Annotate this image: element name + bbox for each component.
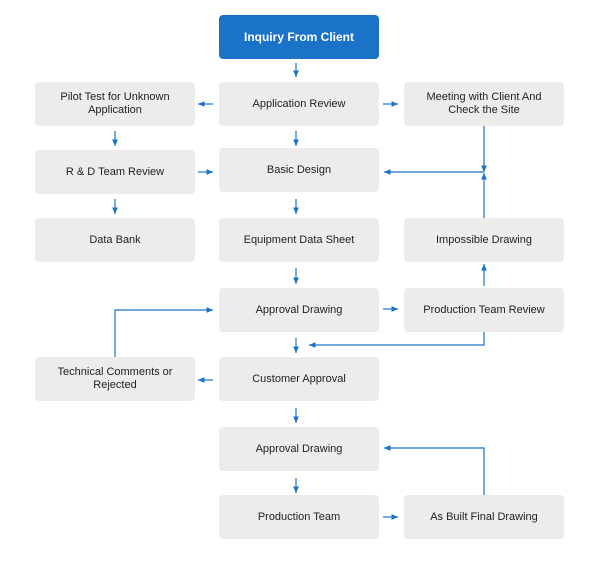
node-technical-comments: Technical Comments or Rejected [35, 357, 195, 401]
node-data-bank: Data Bank [35, 218, 195, 262]
arrow-asbuilt-to-approval2 [384, 445, 485, 495]
arrow-production-review-to-customer [309, 330, 485, 348]
node-approval-drawing-final: Approval Drawing [219, 427, 379, 471]
node-production-team-review: Production Team Review [404, 288, 564, 332]
node-impossible-drawing: Impossible Drawing [404, 218, 564, 262]
node-application-review: Application Review [219, 82, 379, 126]
node-as-built-final-drawing: As Built Final Drawing [404, 495, 564, 539]
node-approval-drawing: Approval Drawing [219, 288, 379, 332]
node-customer-approval: Customer Approval [219, 357, 379, 401]
node-inquiry-from-client: Inquiry From Client [219, 15, 379, 59]
node-meeting-with-client: Meeting with Client And Check the Site [404, 82, 564, 126]
node-pilot-test: Pilot Test for Unknown Application [35, 82, 195, 126]
node-rd-team-review: R & D Team Review [35, 150, 195, 194]
arrow-technical-to-approval [114, 307, 213, 357]
node-basic-design: Basic Design [219, 148, 379, 192]
node-equipment-data-sheet: Equipment Data Sheet [219, 218, 379, 262]
node-production-team: Production Team [219, 495, 379, 539]
